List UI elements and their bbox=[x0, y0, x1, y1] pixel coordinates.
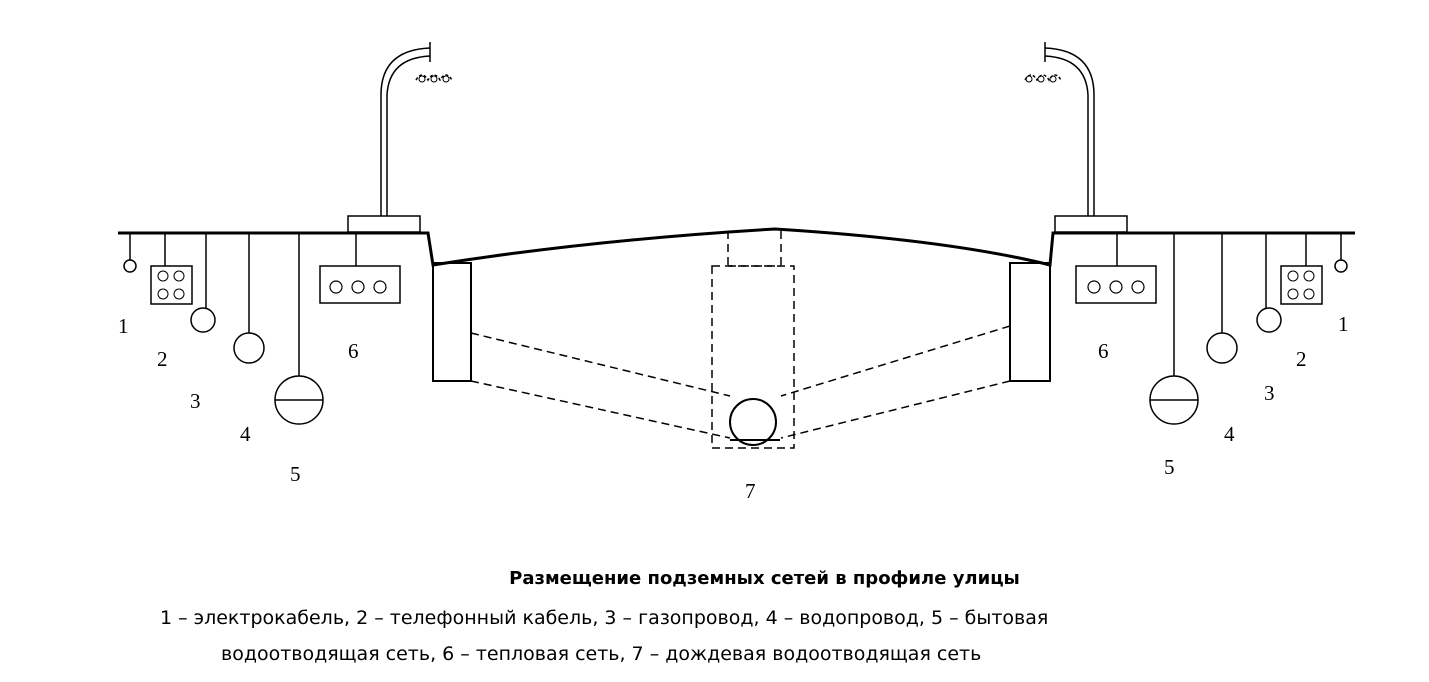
label-center-7: 7 bbox=[745, 479, 756, 503]
left-utilities bbox=[123, 233, 401, 425]
label-left-3: 3 bbox=[190, 389, 201, 413]
right-telephone-cable bbox=[1280, 265, 1323, 305]
label-left-6: 6 bbox=[348, 339, 359, 363]
right-utilities bbox=[1075, 233, 1348, 425]
ground-surface-line bbox=[118, 227, 1355, 267]
right-gas-pipeline bbox=[1256, 307, 1282, 333]
label-right-5: 5 bbox=[1164, 455, 1175, 479]
right-street-lamp bbox=[1024, 42, 1128, 233]
left-heating-network bbox=[319, 265, 401, 304]
caption-legend-line-1: 1 – электрокабель, 2 – телефонный кабель… bbox=[160, 607, 1049, 629]
right-curb bbox=[1009, 262, 1051, 382]
left-curb bbox=[432, 262, 472, 382]
label-left-1: 1 bbox=[118, 314, 129, 338]
right-number-labels: 1 2 3 4 5 6 bbox=[1098, 312, 1349, 479]
left-street-lamp bbox=[347, 42, 453, 233]
left-electric-cable bbox=[123, 259, 137, 273]
right-water-supply bbox=[1206, 332, 1238, 364]
caption-title: Размещение подземных сетей в профиле ули… bbox=[509, 568, 1020, 589]
left-number-labels: 1 2 3 4 5 6 bbox=[118, 314, 359, 486]
label-right-1: 1 bbox=[1338, 312, 1349, 336]
storm-sewer-assembly bbox=[470, 231, 1011, 449]
left-water-supply bbox=[233, 332, 265, 364]
left-gas-pipeline bbox=[190, 307, 216, 333]
storm-sewer-pipe bbox=[729, 398, 777, 446]
label-left-5: 5 bbox=[290, 462, 301, 486]
right-electric-cable bbox=[1334, 259, 1348, 273]
label-left-2: 2 bbox=[157, 347, 168, 371]
storm-sewer-well bbox=[711, 265, 795, 449]
label-right-3: 3 bbox=[1264, 381, 1275, 405]
label-right-4: 4 bbox=[1224, 422, 1235, 446]
label-left-4: 4 bbox=[240, 422, 251, 446]
left-telephone-cable bbox=[150, 265, 193, 305]
label-right-6: 6 bbox=[1098, 339, 1109, 363]
right-heating-network bbox=[1075, 265, 1157, 304]
label-right-2: 2 bbox=[1296, 347, 1307, 371]
caption-legend-line-2: водоотводящая сеть, 6 – тепловая сеть, 7… bbox=[221, 643, 982, 665]
